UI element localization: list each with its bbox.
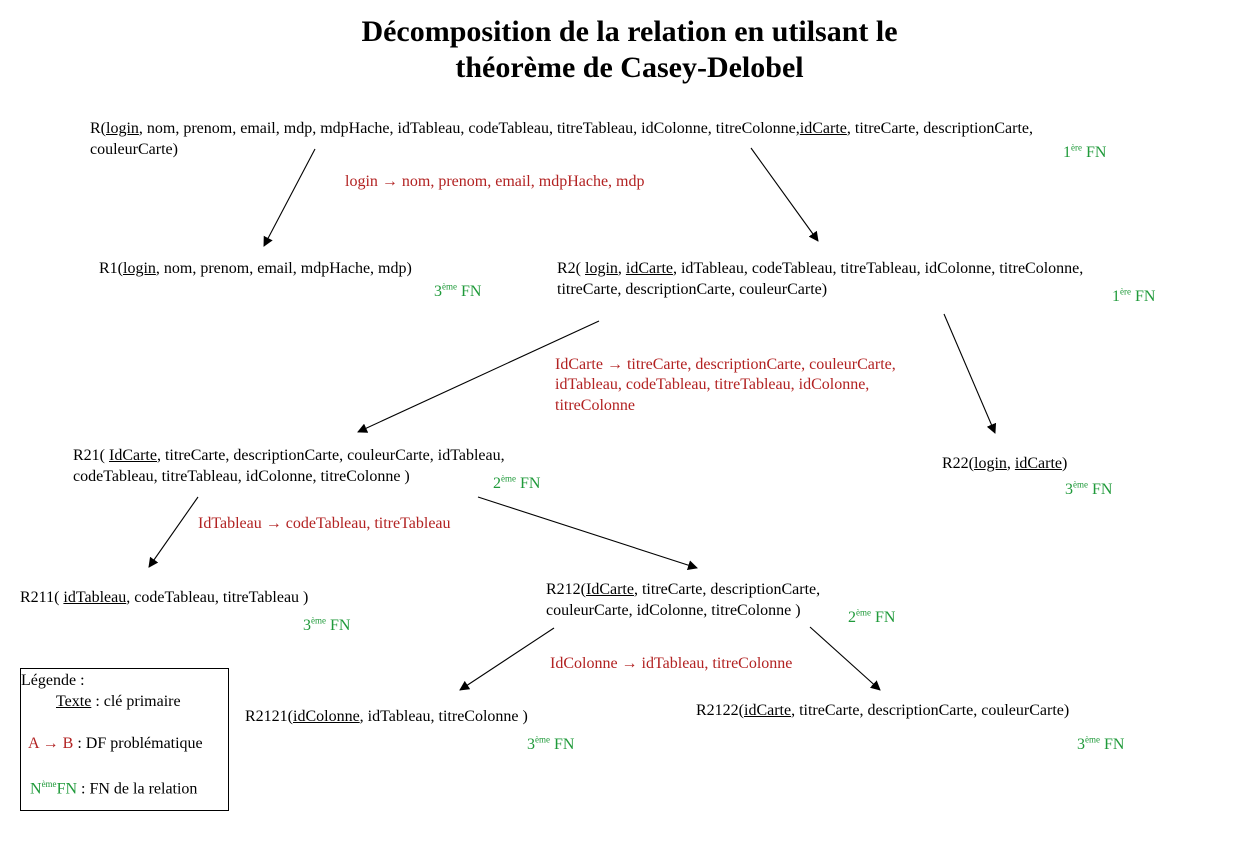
primary-key-login: login	[123, 260, 156, 277]
relation-r21-line-2: codeTableau, titreTableau, idColonne, ti…	[73, 468, 410, 485]
primary-key-idcarte: idCarte	[625, 260, 673, 277]
primary-key-idcolonne: idColonne	[293, 708, 360, 725]
relation-r2122: R2122(idCarte, titreCarte, descriptionCa…	[696, 702, 1070, 719]
primary-key-login: login	[974, 455, 1007, 472]
relation-r212-line-2: couleurCarte, idColonne, titreColonne )	[546, 602, 801, 619]
legend-key-sample: Texte	[56, 693, 92, 710]
arrow-r2-to-r22	[943, 313, 997, 434]
arrow-r2-to-r21	[357, 320, 600, 433]
normal-form-badge-r1: 3ème FN	[434, 281, 482, 300]
primary-key-login: login	[106, 120, 139, 137]
arrow-r212-to-r2121	[459, 627, 555, 691]
legend-primary-key: Texte : clé primaire	[56, 693, 181, 710]
primary-key-idcarte: idCarte	[744, 702, 792, 719]
normal-form-badge-r22: 3ème FN	[1065, 479, 1113, 498]
legend-dependency: A → B : DF problématique	[28, 735, 203, 752]
normal-form-badge-r2122: 3ème FN	[1077, 734, 1125, 753]
legend-box: Légende : Texte : clé primaire A → B : D…	[20, 668, 229, 811]
legend-df-sample: A → B	[28, 735, 74, 752]
title-line-2: théorème de Casey-Delobel	[455, 51, 804, 84]
relation-r2-line-2: titreCarte, descriptionCarte, couleurCar…	[557, 281, 828, 298]
arrow-r212-to-r2122	[809, 626, 881, 691]
dependency-idcarte-line-1: IdCarte → titreCarte, descriptionCarte, …	[555, 356, 896, 373]
dependency-idcarte-line-2: idTableau, codeTableau, titreTableau, id…	[555, 376, 870, 393]
relation-r-attributes-2: , titreCarte, descriptionCarte,	[846, 120, 1034, 137]
arrow-r-to-r2	[750, 147, 819, 242]
relation-r22: R22(login, idCarte)	[942, 455, 1068, 472]
normal-form-badge-r211: 3ème FN	[303, 615, 351, 634]
normal-form-badge-r2: 1ère FN	[1112, 286, 1156, 305]
normal-form-badge-r212: 2ème FN	[848, 607, 896, 626]
primary-key-idcarte: idCarte	[799, 120, 847, 137]
relation-r2121: R2121(idColonne, idTableau, titreColonne…	[245, 708, 528, 725]
relation-r: R(login, nom, prenom, email, mdp, mdpHac…	[90, 118, 1033, 139]
dependency-idcarte-line-3: titreColonne	[555, 397, 635, 414]
primary-key-idcarte: IdCarte	[586, 581, 634, 598]
legend-title: Légende :	[21, 672, 85, 689]
legend-fn-sample: FN	[56, 780, 78, 798]
arrow-r-to-r1	[263, 148, 316, 247]
relation-r-line-2: couleurCarte)	[90, 141, 178, 158]
primary-key-idcarte: IdCarte	[109, 447, 157, 464]
dependency-idcolonne: IdColonne → idTableau, titreColonne	[550, 655, 793, 672]
legend-normal-form: NèmeFN : FN de la relation	[30, 779, 198, 798]
normal-form-badge-r: 1ère FN	[1063, 142, 1107, 161]
title-line-1: Décomposition de la relation en utilsant…	[361, 15, 898, 48]
primary-key-idcarte: idCarte	[1014, 455, 1062, 472]
diagram-title: Décomposition de la relation en utilsant…	[0, 14, 1259, 86]
relation-r212: R212(IdCarte, titreCarte, descriptionCar…	[546, 581, 821, 598]
normal-form-badge-r2121: 3ème FN	[527, 734, 575, 753]
relation-r2: R2( login, idCarte, idTableau, codeTable…	[557, 260, 1084, 277]
arrow-r21-to-r211	[148, 496, 199, 568]
primary-key-idtableau: idTableau	[63, 589, 127, 606]
relation-r211: R211( idTableau, codeTableau, titreTable…	[20, 589, 309, 606]
relation-r-name: R(	[90, 120, 106, 137]
relation-r21: R21( IdCarte, titreCarte, descriptionCar…	[73, 447, 505, 464]
relation-r1: R1(login, nom, prenom, email, mdpHache, …	[99, 260, 412, 277]
dependency-idtableau: IdTableau → codeTableau, titreTableau	[198, 515, 451, 532]
arrow-r21-to-r212	[477, 496, 698, 570]
normal-form-badge-r21: 2ème FN	[493, 473, 541, 492]
dependency-login: login → nom, prenom, email, mdpHache, md…	[345, 173, 645, 190]
primary-key-login: login	[585, 260, 618, 277]
relation-r-attributes: , nom, prenom, email, mdp, mdpHache, idT…	[138, 120, 800, 137]
